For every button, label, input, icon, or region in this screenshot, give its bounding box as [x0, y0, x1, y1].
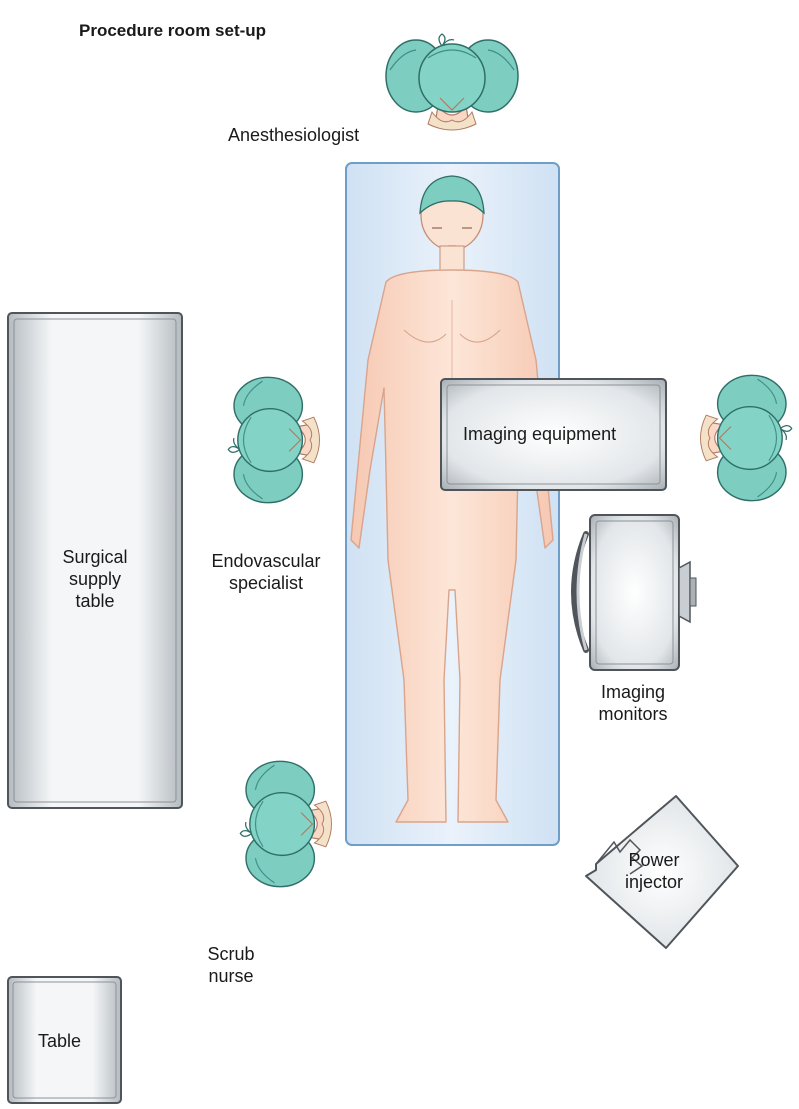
imaging-monitors-label: Imaging monitors	[588, 681, 678, 725]
imaging-monitors-label-line2: monitors	[588, 703, 678, 725]
anesthesiologist-label: Anesthesiologist	[228, 124, 359, 146]
scrub-nurse-label-line2: nurse	[196, 965, 266, 987]
endovascular-specialist-label: Endovascular specialist	[200, 550, 332, 594]
imaging-technician-figure	[701, 375, 792, 500]
scrub-nurse-label: Scrub nurse	[196, 943, 266, 987]
endovascular-specialist-label-line1: Endovascular	[200, 550, 332, 572]
endovascular-specialist-label-line2: specialist	[200, 572, 332, 594]
scrub-nurse-label-line1: Scrub	[196, 943, 266, 965]
endovascular-specialist-figure	[228, 377, 319, 502]
surgical-supply-table-label-line1: Surgical	[40, 546, 150, 568]
power-injector-label-line2: injector	[614, 871, 694, 893]
imaging-monitors	[574, 515, 696, 670]
surgical-supply-table-label: Surgical supply table	[40, 546, 150, 612]
scrub-nurse-figure	[240, 761, 331, 886]
surgical-supply-table-label-line3: table	[40, 590, 150, 612]
imaging-monitors-label-line1: Imaging	[588, 681, 678, 703]
anesthesiologist-figure	[386, 34, 518, 130]
imaging-equipment-label: Imaging equipment	[463, 423, 616, 445]
table-label: Table	[38, 1030, 81, 1052]
power-injector-label-line1: Power	[614, 849, 694, 871]
surgical-supply-table-label-line2: supply	[40, 568, 150, 590]
power-injector-label: Power injector	[614, 849, 694, 893]
page-title: Procedure room set-up	[79, 20, 266, 42]
